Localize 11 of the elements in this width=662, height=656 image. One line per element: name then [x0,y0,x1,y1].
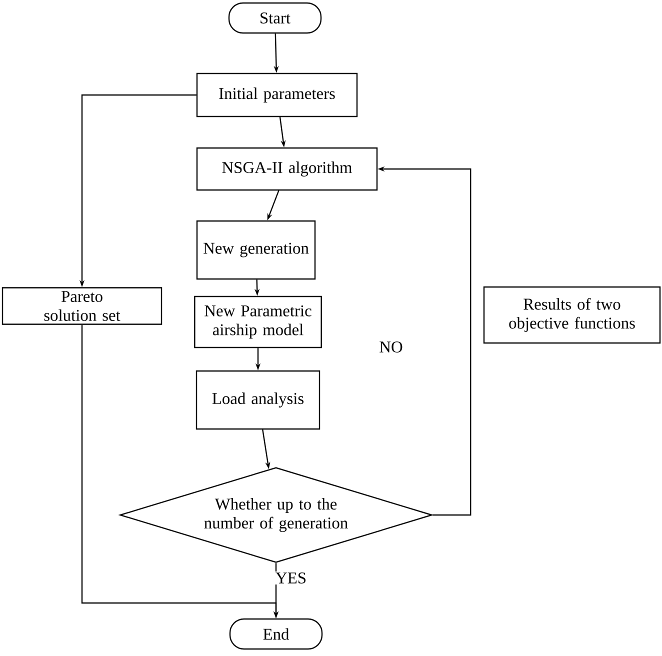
process-box: Results of two objective functions [483,286,661,344]
process-box: Load analysis [196,370,320,430]
edge-label: YES [274,571,308,584]
process-box: New generation [196,220,316,280]
process-box: Pareto solution set [2,287,162,325]
process-box: NSGA-II algorithm [196,147,378,191]
process-box: New Parametric airship model [194,296,322,348]
terminal-box: End [229,618,323,650]
terminal-box: Start [228,2,322,34]
edge-label: NO [378,340,404,354]
process-box: Initial parameters [196,72,358,118]
